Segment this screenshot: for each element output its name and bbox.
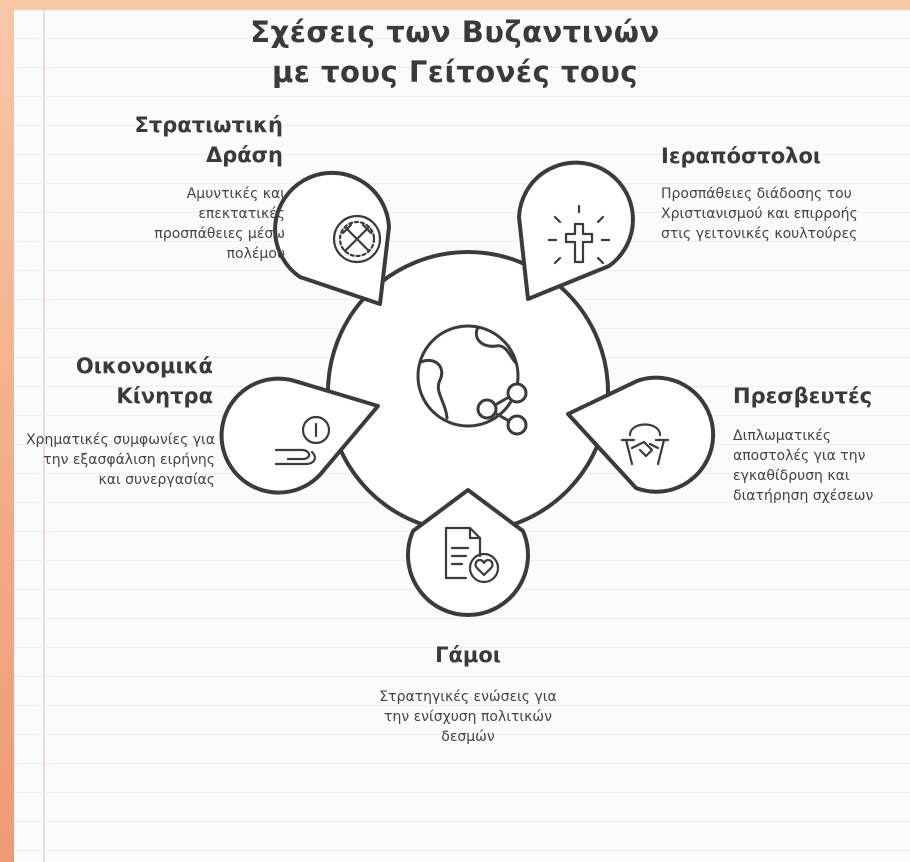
heading-economic: Οικονομικά Κίνητρα xyxy=(75,354,213,408)
heading-ambassadors: Πρεσβευτές xyxy=(733,384,873,408)
node-economic xyxy=(219,376,380,495)
description-missionaries: Προσπάθειες διάδοσης του Χριστιανισμού κ… xyxy=(661,186,858,242)
handshake-icon xyxy=(620,423,670,466)
node-missionaries xyxy=(517,160,635,301)
description-military: Αμυντικές και επεκτατικές προσπάθειες μέ… xyxy=(154,186,285,262)
node-ambassadors xyxy=(566,375,716,494)
node-military xyxy=(273,170,391,306)
document-heart-icon xyxy=(444,526,500,584)
description-economic: Χρηματικές συμφωνίες για την εξασφάλιση … xyxy=(25,432,215,488)
heading-military: Στρατιωτική Δράση xyxy=(134,113,284,167)
node-marriages xyxy=(406,488,530,617)
page-title: Σχέσεις των Βυζαντινών με τους Γείτονές … xyxy=(250,15,660,89)
cross-icon xyxy=(547,204,611,265)
heading-missionaries: Ιεραπόστολοι xyxy=(661,144,822,168)
heading-marriages: Γάμοι xyxy=(435,643,501,667)
description-ambassadors: Διπλωματικές αποστολές για την εγκαθίδρυ… xyxy=(733,428,874,504)
coin-hand-icon xyxy=(274,415,331,466)
description-marriages: Στρατηγικές ενώσεις για την ενίσχυση πολ… xyxy=(379,689,557,745)
crossed-swords-icon xyxy=(332,214,382,264)
globe-share-icon xyxy=(416,324,528,436)
